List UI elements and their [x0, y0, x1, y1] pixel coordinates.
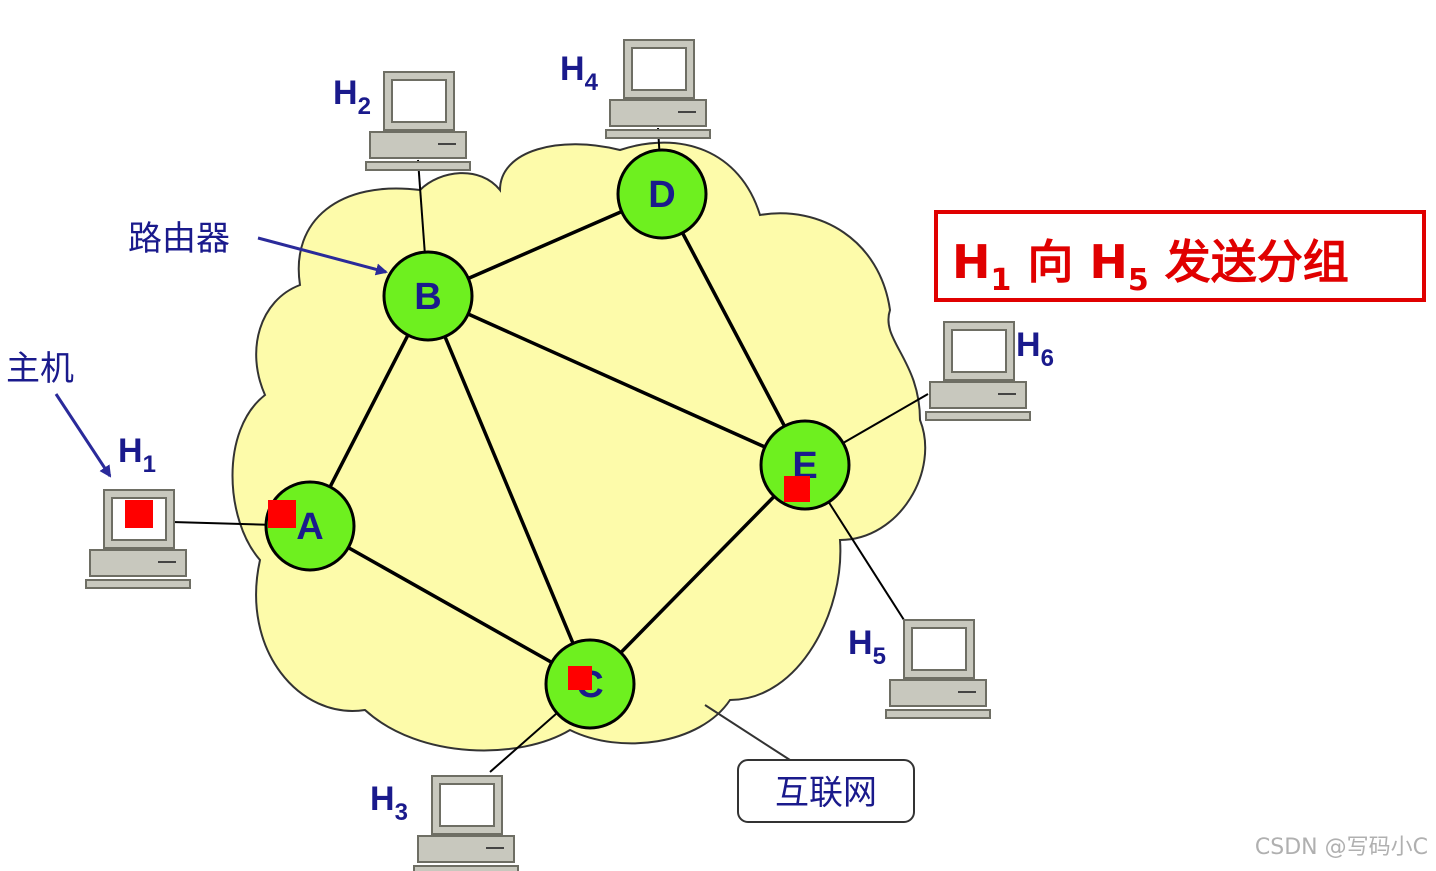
packet-at-h1: [125, 500, 153, 528]
link-d-e: [660, 193, 807, 466]
host-label-h3: H3: [370, 780, 408, 826]
watermark: CSDN @写码小C: [1255, 835, 1428, 860]
packet-at-a: [268, 500, 296, 528]
link-b-e: [427, 294, 806, 467]
computer-icon-h4: [605, 39, 711, 139]
host-label-h1: H1: [118, 432, 156, 478]
router-node-d: [616, 148, 708, 240]
router-node-e: [759, 419, 851, 511]
packet-at-e: [784, 476, 810, 502]
router-arrow: [257, 236, 388, 276]
link-b-c: [426, 295, 592, 685]
internet-callout-pointer: [704, 704, 810, 761]
title-box: [934, 210, 1426, 302]
host-label: 主机: [6, 349, 74, 389]
computer-icon-h5: [885, 619, 991, 719]
computer-icon-h6: [925, 321, 1031, 421]
host-label-h4: H4: [560, 50, 599, 96]
computer-icon-h3: [413, 775, 519, 871]
router-label: 路由器: [128, 219, 230, 259]
packet-at-c: [568, 666, 592, 690]
router-label-d: D: [648, 174, 675, 216]
host-label-h6: H6: [1016, 326, 1054, 372]
computer-icon-h2: [365, 71, 471, 171]
router-node-b: [382, 250, 474, 342]
host-arrow: [54, 393, 112, 478]
router-label-b: B: [414, 276, 441, 318]
link-c-e: [588, 463, 807, 686]
link-a-c: [309, 524, 591, 686]
internet-callout-box: [737, 759, 915, 823]
internet-label: 互联网: [775, 773, 877, 813]
title-text: H1 向 H5 发送分组: [952, 235, 1349, 298]
host-label-h2: H2: [333, 74, 371, 120]
router-label-a: A: [296, 506, 323, 548]
host-label-h5: H5: [848, 624, 886, 670]
